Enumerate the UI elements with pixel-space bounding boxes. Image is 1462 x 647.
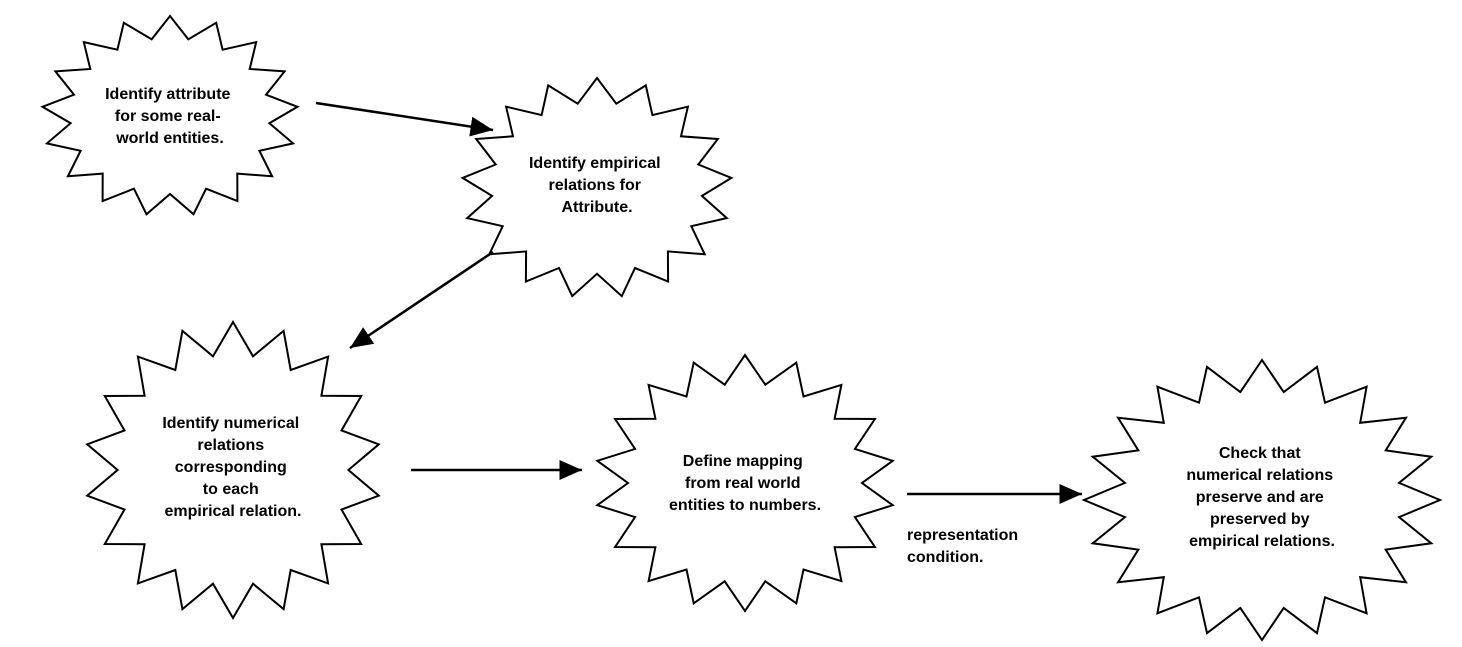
edge-label-line: representation <box>907 527 1018 544</box>
arrow-n2-to-n3 <box>349 250 494 350</box>
node-text: Check that numerical relations preserve … <box>1186 445 1337 550</box>
node-line: Identify empirical <box>529 155 661 172</box>
edge-label-representation-condition: representation condition. <box>907 527 1023 566</box>
node-line: empirical relations. <box>1189 533 1335 550</box>
node-line: preserved by <box>1210 511 1310 528</box>
node-line: Identify attribute <box>105 86 230 103</box>
node-line: Attribute. <box>561 199 632 216</box>
node-line: corresponding <box>175 459 287 476</box>
node-check-numerical-relations: Check that numerical relations preserve … <box>1081 358 1443 642</box>
starburst-shape <box>40 14 300 216</box>
node-identify-empirical-relations: Identify empirical relations for Attribu… <box>460 76 734 298</box>
node-line: preserve and are <box>1196 489 1324 506</box>
node-identify-attribute: Identify attribute for some real- world … <box>40 14 300 216</box>
node-line: entities to numbers. <box>669 497 821 514</box>
node-line: world entities. <box>115 130 224 147</box>
node-define-mapping: Define mapping from real world entities … <box>595 353 895 613</box>
node-identify-numerical-relations: Identify numerical relations correspondi… <box>85 320 381 620</box>
node-line: to each <box>203 481 259 498</box>
starburst-shape <box>460 76 734 298</box>
node-line: Check that <box>1219 445 1301 462</box>
edge-label-line: condition. <box>907 549 983 566</box>
node-line: Identify numerical <box>162 415 299 432</box>
node-line: relations <box>197 437 264 454</box>
node-line: Define mapping <box>683 453 803 470</box>
node-line: for some real- <box>115 108 221 125</box>
node-line: numerical relations <box>1186 467 1333 484</box>
starburst-shape <box>595 353 895 613</box>
starburst-shape <box>1081 358 1443 642</box>
node-line: from real world <box>685 475 801 492</box>
starburst-shape <box>85 320 381 620</box>
node-text: Identify empirical relations for Attribu… <box>529 155 665 216</box>
node-line: relations for <box>549 177 641 194</box>
node-text: Identify attribute for some real- world … <box>105 86 235 147</box>
node-line: empirical relation. <box>165 503 302 520</box>
node-text: Identify numerical relations correspondi… <box>162 415 303 520</box>
arrow-n1-to-n2 <box>315 101 494 137</box>
node-text: Define mapping from real world entities … <box>669 453 821 514</box>
